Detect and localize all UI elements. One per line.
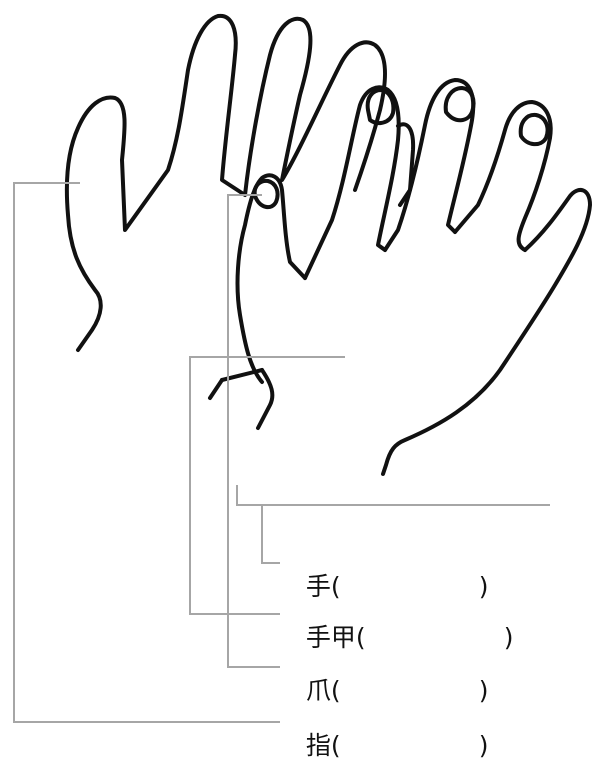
label-tenoko-term: 手甲 bbox=[305, 623, 356, 652]
label-te-term: 手 bbox=[305, 572, 331, 601]
label-yubi: 指() bbox=[290, 708, 489, 760]
label-yubi-term: 指 bbox=[305, 731, 331, 760]
label-yubi-close: ) bbox=[478, 731, 489, 760]
leader-te bbox=[236, 485, 550, 506]
label-yubi-open: ( bbox=[330, 731, 341, 760]
front-hand-outline bbox=[208, 78, 592, 476]
label-te: 手() bbox=[290, 549, 489, 601]
back-hand-outline bbox=[64, 13, 388, 352]
leader-lines bbox=[13, 182, 550, 723]
label-tsume: 爪() bbox=[290, 653, 489, 705]
label-te-open: ( bbox=[330, 572, 341, 601]
label-tenoko: 手甲() bbox=[290, 600, 514, 652]
label-tenoko-close: ) bbox=[503, 623, 514, 652]
label-tsume-term: 爪 bbox=[305, 676, 331, 705]
leader-te-bracket bbox=[261, 505, 280, 564]
label-tenoko-open: ( bbox=[355, 623, 366, 652]
leader-tenoko bbox=[189, 356, 345, 615]
label-te-close: ) bbox=[478, 572, 489, 601]
label-tsume-open: ( bbox=[330, 676, 341, 705]
label-tsume-close: ) bbox=[478, 676, 489, 705]
leader-yubi bbox=[13, 182, 280, 723]
leader-tsume bbox=[227, 194, 280, 668]
